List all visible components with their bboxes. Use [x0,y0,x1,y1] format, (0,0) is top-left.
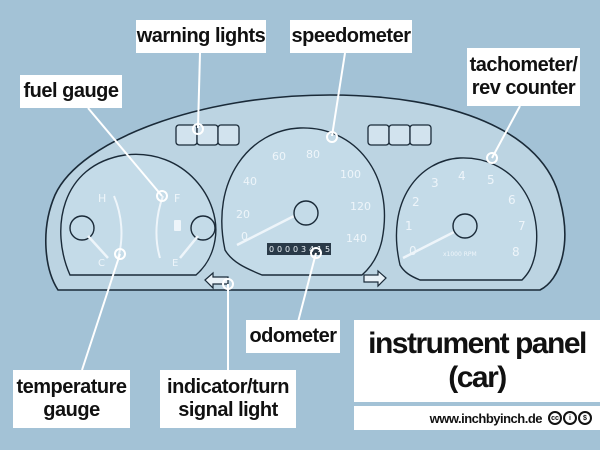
svg-text:C: C [98,258,105,269]
label-speedometer: speedometer [290,20,412,53]
svg-text:x1000 RPM: x1000 RPM [443,251,477,258]
label-text: warning lights [136,25,266,47]
label-tachometer: tachometer/rev counter [467,48,580,106]
label-text: fuel gauge [23,80,119,102]
fuel-temp-gauge-face [60,153,217,276]
right-turn-arrow-icon [363,269,387,288]
website-url: www.inchbyinch.de [429,410,543,426]
credit-bar: www.inchbyinch.de cc i $ [354,406,600,430]
svg-text:4: 4 [458,169,466,183]
attribution-icon: i [563,411,577,425]
label-text: signal light [178,399,278,421]
svg-text:60: 60 [272,150,286,163]
svg-text:7: 7 [518,219,526,233]
svg-text:5: 5 [325,245,330,254]
title-line-2: (car) [448,361,507,394]
left-turn-arrow-icon [204,271,229,290]
cc-icon: cc [548,411,562,425]
label-text: speedometer [291,25,412,47]
svg-text:0: 0 [277,245,282,254]
warning-lights-left [175,124,240,146]
label-fuel-gauge: fuel gauge [20,75,122,108]
label-text: indicator/turn [167,376,289,398]
label-text: odometer [249,325,337,347]
svg-text:1: 1 [405,219,413,233]
svg-text:100: 100 [340,168,361,181]
svg-text:140: 140 [346,232,367,245]
label-text: temperature [16,376,127,398]
svg-text:0: 0 [285,245,290,254]
label-text: tachometer/ [469,54,578,76]
noncommercial-icon: $ [578,411,592,425]
svg-text:5: 5 [487,173,495,187]
svg-text:0: 0 [409,244,417,258]
title-line-1: instrument panel [368,327,587,360]
svg-text:3: 3 [431,176,439,190]
svg-text:0: 0 [241,230,248,243]
svg-text:2: 2 [412,195,420,209]
label-text: gauge [43,399,100,421]
label-text: rev counter [471,77,576,99]
svg-text:0: 0 [293,245,298,254]
license-icons: cc i $ [548,411,592,425]
diagram-title: instrument panel (car) [354,320,600,402]
svg-text:20: 20 [236,208,250,221]
label-odometer: odometer [246,320,340,353]
label-warning-lights: warning lights [136,20,266,53]
svg-text:F: F [174,192,180,205]
svg-text:40: 40 [243,175,257,188]
svg-text:0: 0 [269,245,274,254]
svg-text:80: 80 [306,148,320,161]
svg-text:120: 120 [350,200,371,213]
svg-text:H: H [98,192,106,205]
svg-text:E: E [172,258,178,269]
svg-text:6: 6 [508,193,516,207]
svg-text:3: 3 [301,245,306,254]
warning-lights-right [367,124,432,146]
svg-text:8: 8 [512,245,520,259]
